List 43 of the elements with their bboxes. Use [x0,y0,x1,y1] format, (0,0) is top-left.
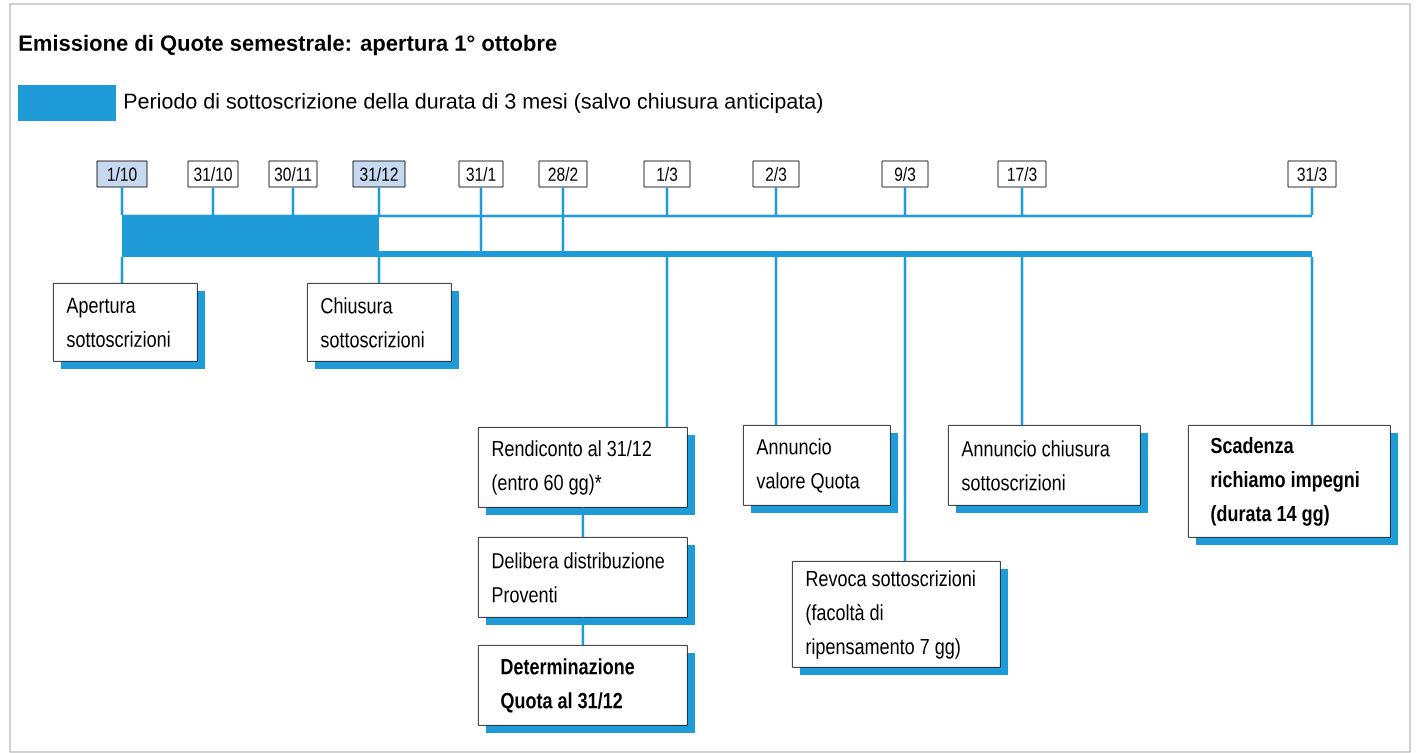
connector-line [377,187,381,215]
connector-line [903,257,907,561]
event-box: Delibera distribuzione Proventi [478,537,688,618]
date-box: 31/3 [1287,160,1337,188]
connector-line [120,257,124,283]
date-box: 28/2 [538,160,588,188]
event-box: Annuncio valore Quota [743,425,891,506]
connector-line [581,617,585,645]
connector-line [1020,257,1024,425]
connector-line [903,187,907,215]
connector-line [211,187,215,215]
connector-line [377,257,381,283]
connector-line [291,187,295,215]
event-box: Revoca sottoscrizioni (facoltà di ripensamento 7 gg) [792,561,1001,668]
date-box: 1/3 [643,160,691,188]
legend-text: Periodo di sottoscrizione della durata di 3 mesi (salvo chiusura anticipata) [124,93,823,114]
date-box: 31/10 [187,160,239,188]
event-box: Determinazione Quota al 31/12 [478,645,688,726]
connector-line [1310,257,1314,425]
event-box: Chiusura sottoscrizioni [307,283,452,362]
event-box: Scadenza richiamo impegni (durata 14 gg) [1188,425,1391,538]
date-box: 2/3 [752,160,800,188]
connector-line [665,187,669,215]
date-box: 1/10 [96,160,148,188]
event-box: Rendiconto al 31/12 (entro 60 gg)* [478,427,688,508]
timeline-bar [122,214,1312,257]
connector-line [774,187,778,215]
connector-line [774,257,778,425]
date-box: 17/3 [997,160,1047,188]
date-box: 9/3 [881,160,929,188]
date-box: 30/11 [268,160,318,188]
title: Emissione di Quote semestrale: apertura 1° ottobre [19,34,557,56]
connector-line [665,257,669,427]
date-box: 31/12 [352,160,406,188]
date-box: 31/1 [458,160,504,188]
event-box: Annuncio chiusura sottoscrizioni [948,425,1141,506]
connector-line [581,507,585,537]
connector-line [1020,187,1024,215]
event-box: Apertura sottoscrizioni [53,283,198,362]
connector-line [479,187,483,215]
connector-line [561,187,565,215]
connector-line [120,187,124,215]
connector-line [1310,187,1314,215]
